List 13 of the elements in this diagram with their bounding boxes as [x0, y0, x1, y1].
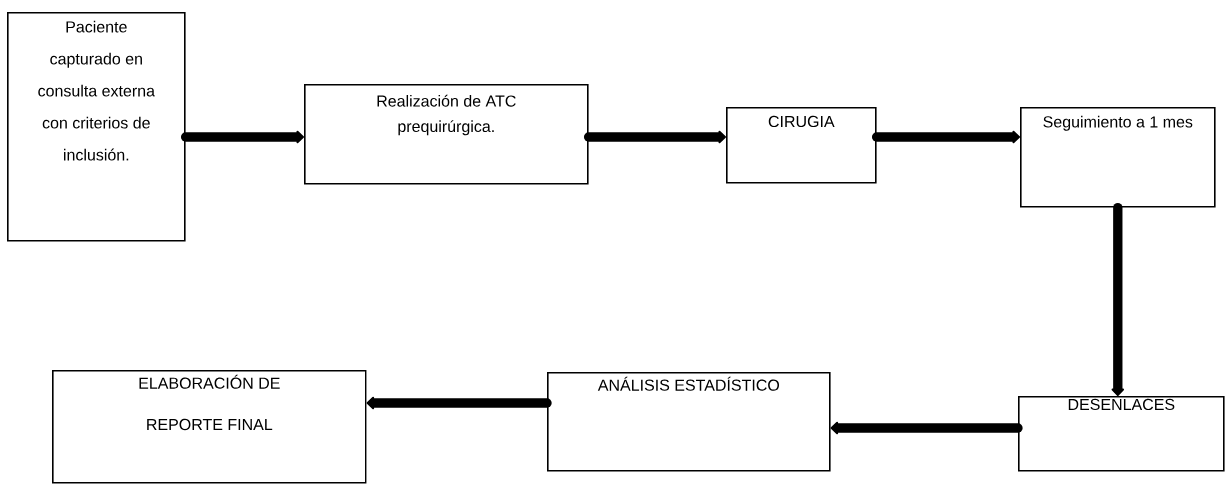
- process-box: ELABORACIÓN DE REPORTE FINAL: [52, 370, 367, 484]
- arrow: [871, 130, 1020, 144]
- arrow: [180, 130, 304, 144]
- process-box: ANÁLISIS ESTADÍSTICO: [547, 372, 831, 472]
- arrow: [583, 130, 726, 144]
- process-box: CIRUGIA: [726, 107, 877, 184]
- process-box: DESENLACES: [1018, 396, 1225, 472]
- process-box: Paciente capturado en consulta externa con criterios de inclusión.: [7, 12, 186, 242]
- arrow: [366, 396, 552, 410]
- process-box: Seguimiento a 1 mes: [1020, 107, 1216, 208]
- arrow: [830, 421, 1023, 435]
- arrow: [1111, 202, 1125, 396]
- process-box: Realización de ATC prequirúrgica.: [304, 84, 589, 185]
